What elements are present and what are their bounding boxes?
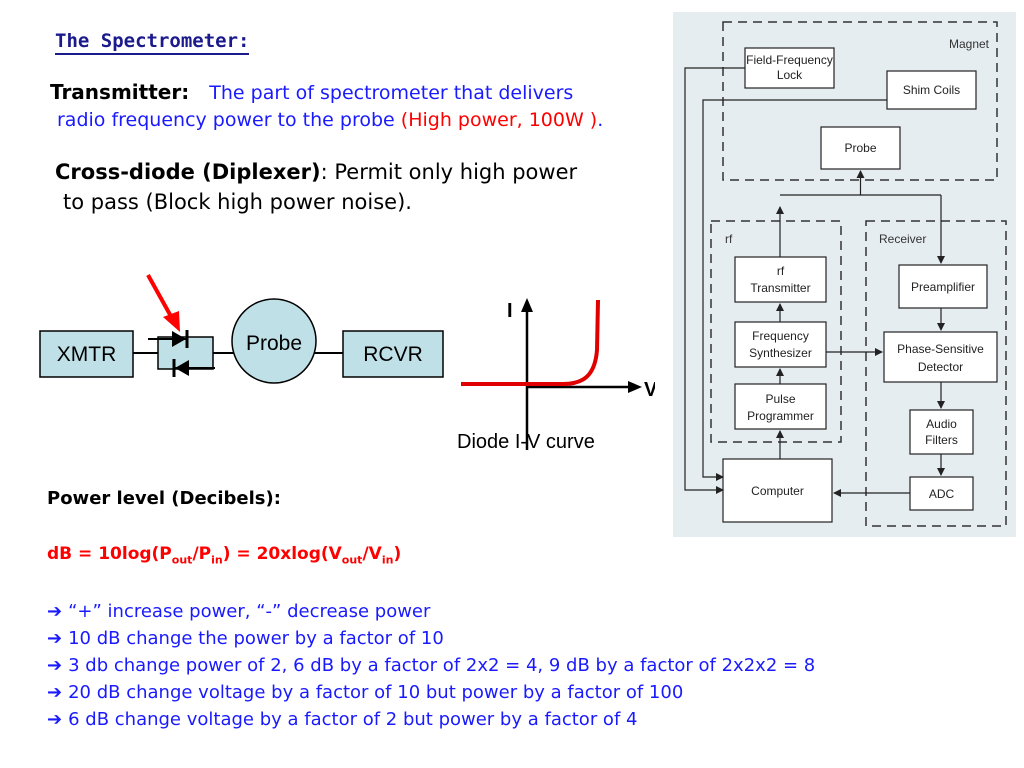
shim-coils-label: Shim Coils xyxy=(903,83,960,97)
pulse-programmer-label-2: Programmer xyxy=(747,409,814,423)
phase-sensitive-detector-box xyxy=(883,331,998,383)
y-axis-label: I xyxy=(507,300,513,322)
diode-iv-curve: I V Diode I-V curve xyxy=(457,298,655,453)
probe-block-box xyxy=(820,126,901,170)
adc-box xyxy=(909,476,974,511)
rf-transmitter-label-1: rf xyxy=(777,264,785,278)
x-axis-arrowhead xyxy=(628,381,642,393)
magnet-group-border xyxy=(722,21,998,181)
transmitter-paragraph: Transmitter: The part of spectrometer th… xyxy=(50,78,670,107)
transmitter-end: . xyxy=(597,109,604,131)
arrow-icon: ➔ xyxy=(47,628,63,649)
transmitter-desc-line2-wrap: radio frequency power to the probe (High… xyxy=(57,106,603,134)
adc-label: ADC xyxy=(929,487,955,501)
x-axis-label: V xyxy=(644,379,655,401)
frequency-synthesizer-box xyxy=(734,321,827,368)
bullet-item: ➔10 dB change the power by a factor of 1… xyxy=(47,628,444,649)
bullet-item: ➔3 db change power of 2, 6 dB by a facto… xyxy=(47,655,816,676)
receiver-group-border xyxy=(865,220,1007,527)
pulse-programmer-label-1: Pulse xyxy=(765,392,795,406)
red-pointer-line xyxy=(146,274,175,321)
bullet-item: ➔20 dB change voltage by a factor of 10 … xyxy=(47,682,684,703)
cross-diode-line2: to pass (Block high power noise). xyxy=(63,190,412,214)
power-level-bullets: ➔“+” increase power, “-” decrease power … xyxy=(47,598,815,733)
transmitter-desc-line1: The part of spectrometer that delivers xyxy=(209,82,574,104)
frequency-synthesizer-label-2: Synthesizer xyxy=(749,346,812,360)
cross-diode-desc: : Permit only high power xyxy=(320,160,578,184)
rf-group-label: rf xyxy=(725,232,733,246)
rf-group-border xyxy=(710,220,842,443)
receiver-group-label: Receiver xyxy=(879,232,926,246)
xmtr-box xyxy=(39,330,134,378)
arrow-icon: ➔ xyxy=(47,655,63,676)
transmitter-highlight: (High power, 100W ) xyxy=(400,109,598,131)
field-frequency-lock-box xyxy=(744,47,835,89)
audio-filters-box xyxy=(909,409,974,455)
probe-label: Probe xyxy=(246,332,302,355)
arrow-icon: ➔ xyxy=(47,601,63,622)
rcvr-box xyxy=(342,330,444,378)
cross-diode-paragraph: Cross-diode (Diplexer): Permit only high… xyxy=(55,158,655,186)
slide-title: The Spectrometer: xyxy=(55,30,250,55)
field-frequency-lock-label-2: Lock xyxy=(777,68,803,82)
computer-label: Computer xyxy=(751,484,804,498)
transmitter-desc-line2: radio frequency power to the probe xyxy=(57,109,395,131)
computer-box xyxy=(722,458,833,523)
db-formula: dB = 10log(Pout/Pin) = 20xlog(Vout/Vin) xyxy=(47,544,402,567)
probe-block-label: Probe xyxy=(844,141,876,155)
preamplifier-label: Preamplifier xyxy=(911,280,975,294)
phase-sensitive-detector-label-2: Detector xyxy=(918,360,963,374)
preamplifier-box xyxy=(898,264,988,309)
diode-bottom-triangle xyxy=(175,360,189,376)
iv-caption: Diode I-V curve xyxy=(457,431,595,453)
y-axis-arrowhead xyxy=(521,298,533,312)
arrow-icon: ➔ xyxy=(47,709,63,730)
cross-diode-circuit: XMTR Probe RCVR xyxy=(39,274,444,384)
pulse-programmer-box xyxy=(734,383,827,430)
bullet-item: ➔6 dB change voltage by a factor of 2 bu… xyxy=(47,709,638,730)
shim-to-computer-line xyxy=(702,99,887,481)
lock-to-computer-line xyxy=(684,67,745,494)
arrow-icon: ➔ xyxy=(47,682,63,703)
field-frequency-lock-label-1: Field-Frequency xyxy=(746,53,833,67)
power-level-heading: Power level (Decibels): xyxy=(47,488,281,509)
bullet-item: ➔“+” increase power, “-” decrease power xyxy=(47,601,431,622)
diagram-connections xyxy=(684,67,945,497)
cross-diode-term: Cross-diode (Diplexer) xyxy=(55,160,321,184)
xmtr-label: XMTR xyxy=(57,343,117,366)
iv-curve-line xyxy=(461,299,600,386)
phase-sensitive-detector-label-1: Phase-Sensitive xyxy=(897,342,984,356)
audio-filters-label-2: Filters xyxy=(925,433,958,447)
probe-circle xyxy=(231,298,317,384)
magnet-group-label: Magnet xyxy=(949,37,990,51)
shim-coils-box xyxy=(886,70,977,110)
audio-filters-label-1: Audio xyxy=(926,417,957,431)
transmitter-term: Transmitter: xyxy=(50,80,190,104)
rf-transmitter-label-2: Transmitter xyxy=(750,281,810,295)
red-pointer-arrowhead xyxy=(163,311,180,332)
diode-top-triangle xyxy=(172,331,186,347)
frequency-synthesizer-label-1: Frequency xyxy=(752,329,809,343)
spectrometer-block-diagram: Magnet rf Receiver Field-Frequency Lock … xyxy=(684,21,1007,527)
rcvr-label: RCVR xyxy=(363,343,423,366)
spectrometer-block-diagram-panel: Magnet rf Receiver Field-Frequency Lock … xyxy=(673,12,1016,537)
